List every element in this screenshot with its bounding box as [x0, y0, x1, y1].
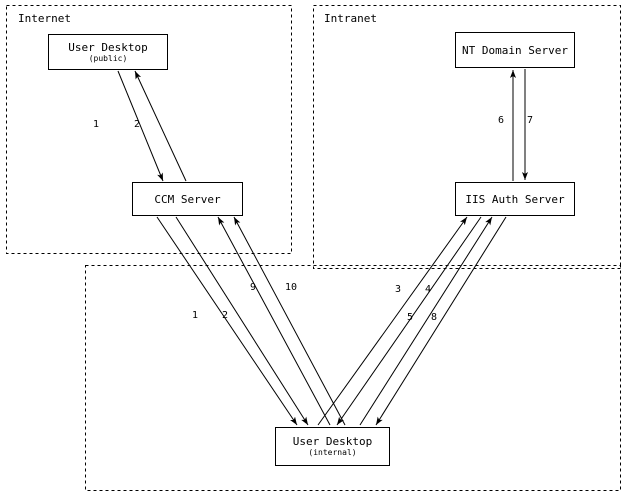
zone-label-internet: Internet [18, 12, 71, 25]
node-nt-domain-server[interactable]: NT Domain Server [455, 32, 575, 68]
edge-label-lbl-10: 10 [285, 282, 298, 293]
edge-label-lbl-8: 8 [431, 312, 438, 323]
edge-label-lbl-3: 3 [395, 284, 402, 295]
zone-boundary-internet [6, 5, 292, 254]
zone-boundary-intranet [313, 5, 621, 269]
edge-user-desktop-internal-to-iis-auth-server [359, 216, 493, 426]
edge-iis-auth-server-to-user-desktop-internal [375, 216, 507, 426]
edge-label-lbl-5: 5 [407, 312, 414, 323]
node-subtitle-user-desktop-internal: (internal) [308, 448, 357, 457]
edge-label-lbl-9: 9 [250, 282, 257, 293]
edge-label-lbl-1-bot: 1 [192, 310, 199, 321]
node-title-ccm-server: CCM Server [154, 192, 221, 206]
edge-ccm-server-to-user-desktop-public [134, 70, 187, 182]
edge-ccm-server-to-user-desktop-internal [175, 216, 309, 426]
zone-boundary-internal [85, 265, 621, 491]
zone-boundaries [6, 5, 621, 491]
node-title-user-desktop-public: User Desktop [68, 40, 148, 54]
edge-label-lbl-2-bot: 2 [222, 310, 229, 321]
node-iis-auth-server[interactable]: IIS Auth Server [455, 182, 575, 216]
edge-label-lbl-4: 4 [425, 284, 432, 295]
node-title-iis-auth-server: IIS Auth Server [465, 192, 565, 206]
edge-user-desktop-internal-to-ccm-server [217, 216, 331, 426]
edge-lines [117, 69, 528, 426]
edge-user-desktop-internal-to-ccm-server [233, 216, 346, 426]
edge-ccm-server-to-user-desktop-internal [156, 216, 298, 426]
edge-user-desktop-internal-to-iis-auth-server [317, 216, 468, 426]
node-title-nt-domain-server: NT Domain Server [462, 43, 568, 57]
node-user-desktop-public[interactable]: User Desktop(public) [48, 34, 168, 70]
edge-label-lbl-7: 7 [527, 115, 534, 126]
edge-label-lbl-6: 6 [498, 115, 505, 126]
node-subtitle-user-desktop-public: (public) [88, 53, 128, 63]
node-ccm-server[interactable]: CCM Server [132, 182, 243, 216]
edge-iis-auth-server-to-user-desktop-internal [336, 216, 482, 426]
edge-label-lbl-2-top: 2 [134, 119, 141, 130]
node-title-user-desktop-internal: User Desktop [292, 435, 373, 448]
zone-label-intranet: Intranet [324, 12, 377, 25]
edge-label-lbl-1-top: 1 [93, 119, 100, 130]
node-user-desktop-internal[interactable]: User Desktop(internal) [275, 427, 390, 466]
edge-user-desktop-public-to-ccm-server [117, 70, 164, 182]
